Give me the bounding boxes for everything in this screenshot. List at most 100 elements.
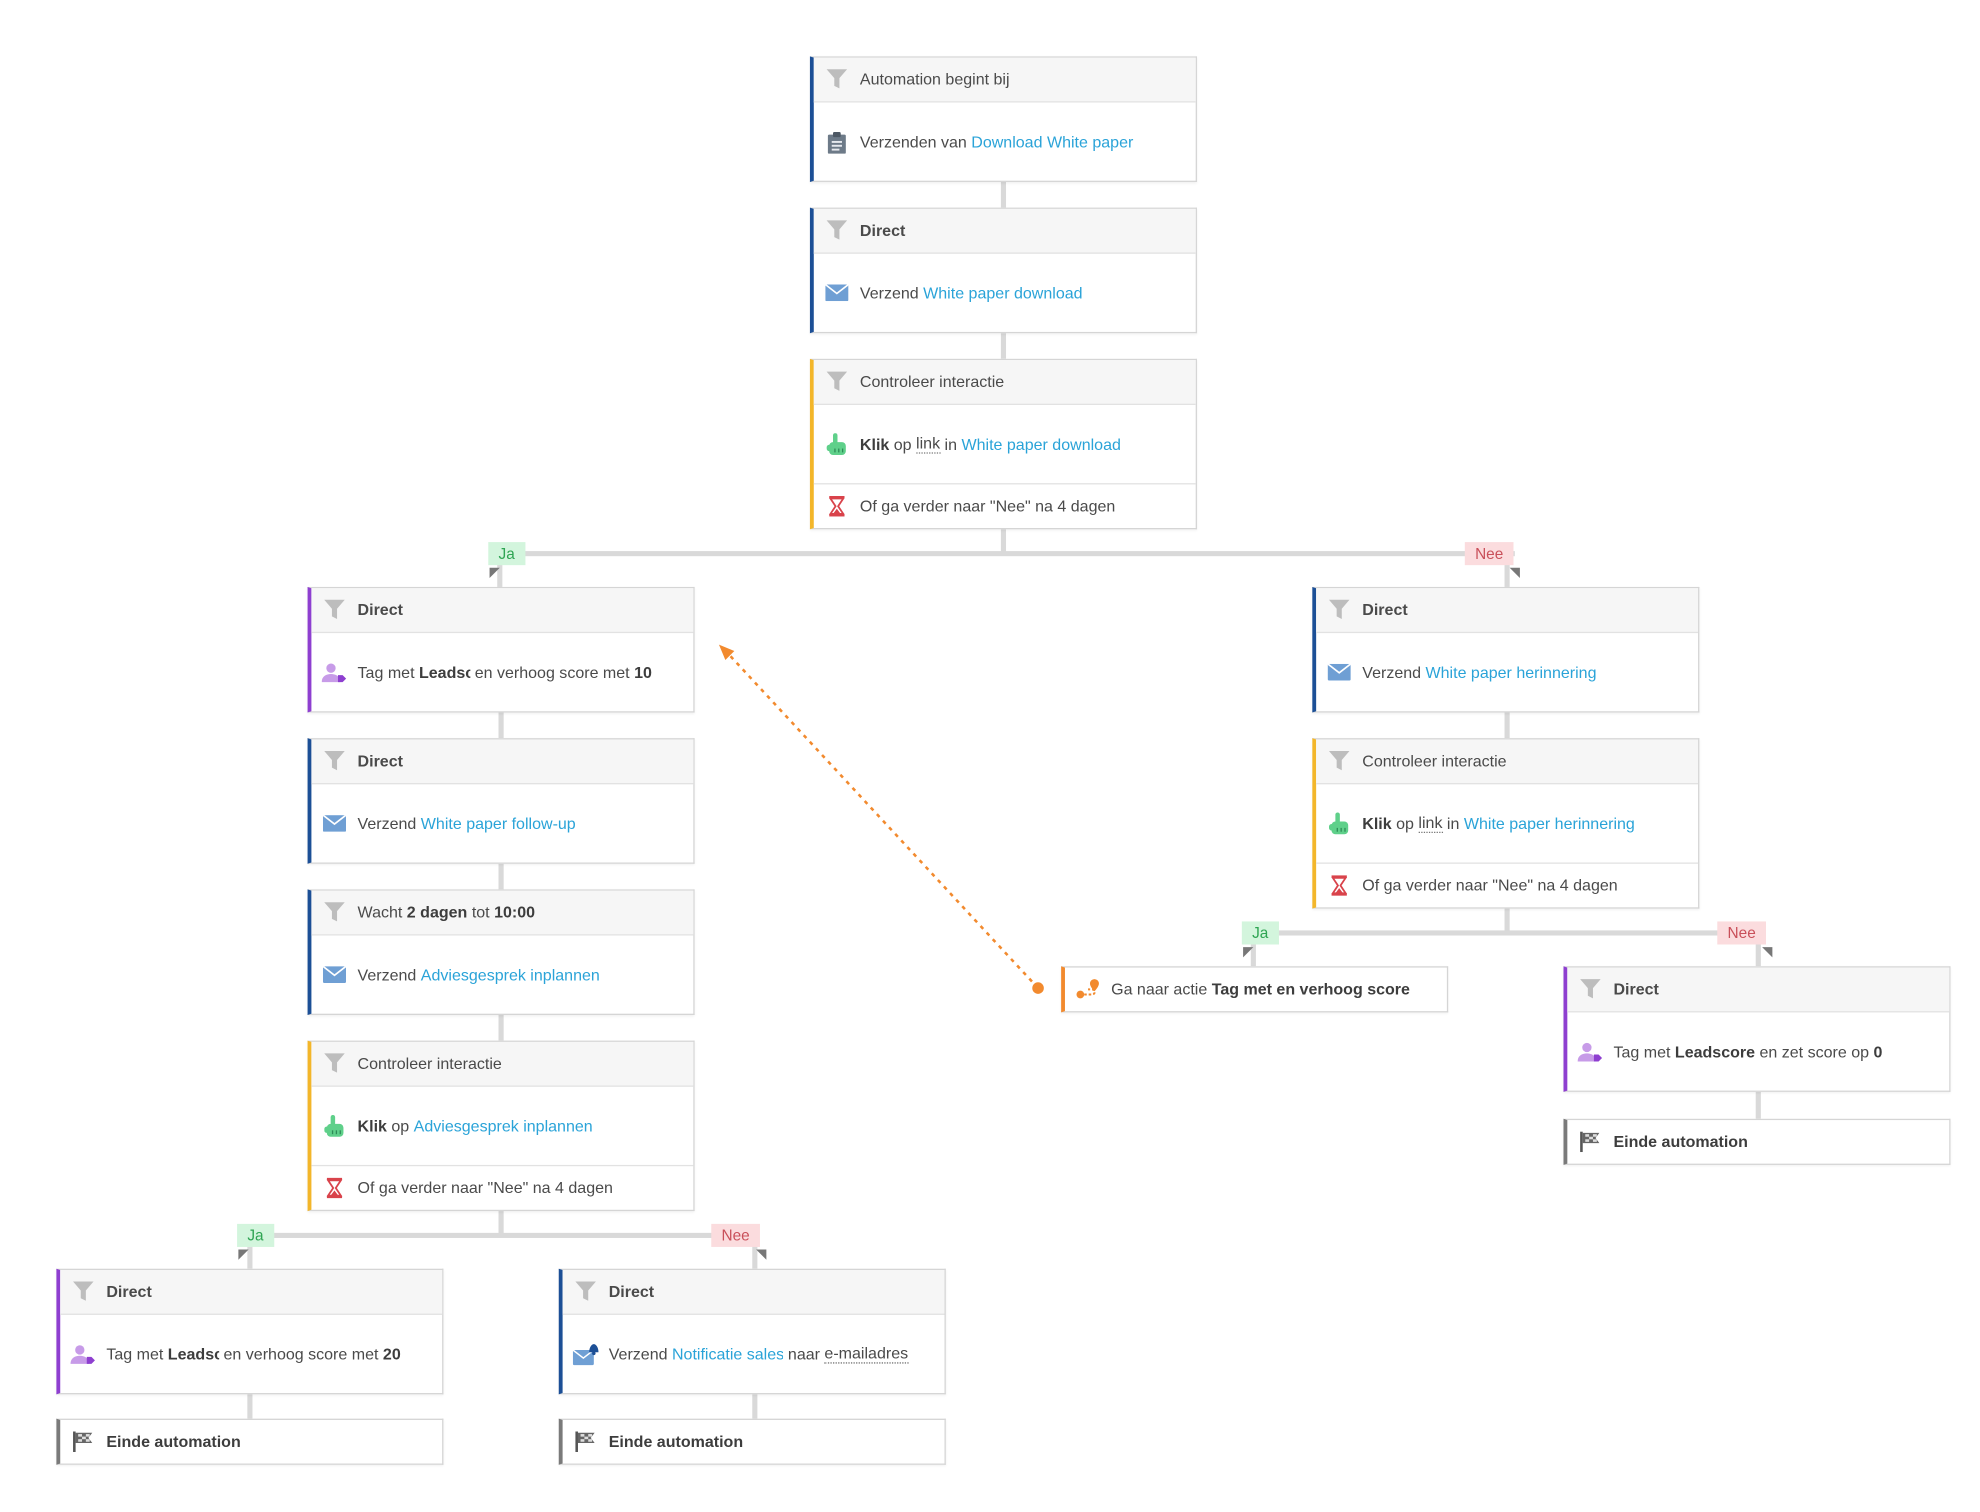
goto-suffix: en verhoog score bbox=[1271, 980, 1410, 999]
click-label: Klik bbox=[1362, 814, 1392, 833]
goto-arrow-line bbox=[729, 655, 1039, 989]
action-prefix: Verzenden van bbox=[859, 132, 972, 151]
flag-icon bbox=[70, 1429, 96, 1455]
email-link[interactable]: White paper download bbox=[961, 435, 1121, 454]
action-prefix: Verzend bbox=[357, 965, 421, 984]
filter-icon bbox=[322, 748, 348, 774]
action-prefix: Verzend bbox=[608, 1344, 672, 1363]
link-word: link bbox=[916, 434, 941, 454]
node-action[interactable]: Verzend White paper download bbox=[814, 254, 1196, 332]
envelope-icon bbox=[322, 811, 348, 837]
goto-action-node[interactable]: Ga naar actie Tag met en verhoog score bbox=[1061, 966, 1449, 1013]
tag-name: Leadscore bbox=[1674, 1042, 1756, 1061]
goto-target[interactable]: Tag met bbox=[1211, 980, 1272, 999]
send-email-node[interactable]: Direct Verzend White paper download bbox=[809, 207, 1197, 334]
end-node[interactable]: Einde automation bbox=[56, 1418, 444, 1465]
trigger-node[interactable]: Automation begint bij Verzenden van Down… bbox=[809, 56, 1197, 182]
user-tag-icon bbox=[321, 659, 348, 685]
node-header-text: Direct bbox=[1613, 980, 1659, 999]
node-action[interactable]: Verzend Notificatie sales naar e-mailadr… bbox=[563, 1315, 945, 1393]
email-link[interactable]: White paper download bbox=[923, 283, 1083, 302]
tag-node[interactable]: Direct Tag met Leadscore en verhoog scor… bbox=[307, 586, 695, 713]
end-label: Einde automation bbox=[608, 1432, 744, 1451]
email-link[interactable]: White paper herinnering bbox=[1425, 663, 1597, 682]
end-row: Einde automation bbox=[1567, 1120, 1949, 1164]
node-action[interactable]: Verzend Adviesgesprek inplannen bbox=[311, 936, 693, 1014]
branch-notch bbox=[1762, 947, 1773, 958]
node-header: Controleer interactie bbox=[813, 360, 1196, 405]
wait-email-node[interactable]: Wacht 2 dagen tot 10:00 Verzend Adviesge… bbox=[307, 889, 695, 1015]
node-header-text: Direct bbox=[106, 1282, 152, 1301]
connector bbox=[498, 1012, 504, 1041]
node-header: Automation begint bij bbox=[813, 57, 1196, 103]
send-email-node[interactable]: Direct Verzend White paper follow-up bbox=[307, 738, 695, 864]
branch-notch bbox=[489, 567, 500, 578]
goto-arrow-origin bbox=[1032, 982, 1044, 994]
check-interaction-node[interactable]: Controleer interactie Klik op link in Wh… bbox=[1312, 738, 1700, 909]
node-header-text: Controleer interactie bbox=[357, 1054, 502, 1073]
envelope-icon bbox=[824, 280, 850, 306]
end-row: Einde automation bbox=[60, 1420, 442, 1464]
route-icon bbox=[1075, 977, 1101, 1003]
yes-branch-badge: Ja bbox=[1241, 921, 1279, 945]
filter-icon bbox=[322, 1051, 348, 1077]
end-node[interactable]: Einde automation bbox=[558, 1418, 946, 1465]
envelope-bell-icon bbox=[572, 1341, 599, 1367]
pointing-hand-icon bbox=[824, 431, 850, 457]
node-action[interactable]: Verzend White paper follow-up bbox=[311, 784, 693, 862]
node-header: Controleer interactie bbox=[311, 1041, 694, 1087]
wait-time: 10:00 bbox=[494, 903, 536, 922]
node-action[interactable]: Verzenden van Download White paper bbox=[814, 103, 1196, 181]
node-action[interactable]: Klik op link in White paper download bbox=[814, 405, 1196, 483]
timeout-row: Of ga verder naar "Nee" na 4 dagen bbox=[311, 1164, 694, 1210]
filter-icon bbox=[1326, 597, 1352, 623]
hourglass-icon bbox=[824, 493, 850, 519]
score-value: 20 bbox=[382, 1344, 401, 1363]
connector bbox=[1755, 1090, 1761, 1119]
filter-icon bbox=[824, 218, 850, 244]
user-tag-icon bbox=[70, 1341, 96, 1367]
node-action[interactable]: Verzend White paper herinnering bbox=[1316, 633, 1698, 711]
node-header-text: Direct bbox=[357, 752, 403, 771]
node-header: Direct bbox=[1316, 588, 1699, 634]
send-email-node[interactable]: Direct Verzend White paper herinnering bbox=[1312, 586, 1700, 713]
wait-duration: 2 dagen bbox=[406, 903, 468, 922]
yes-branch-badge: Ja bbox=[237, 1223, 274, 1247]
email-link[interactable]: Adviesgesprek inplannen bbox=[413, 1116, 593, 1135]
node-action[interactable]: Tag met Leadscore en verhoog score met 2… bbox=[60, 1315, 442, 1393]
branch-connector bbox=[497, 551, 1515, 557]
node-action[interactable]: Tag met Leadscore en zet score op 0 bbox=[1567, 1012, 1949, 1090]
form-link[interactable]: Download White paper bbox=[971, 132, 1134, 151]
email-link[interactable]: Adviesgesprek inplannen bbox=[420, 965, 600, 984]
tag-node[interactable]: Direct Tag met Leadscore en zet score op… bbox=[1563, 966, 1951, 1092]
check-interaction-node[interactable]: Controleer interactie Klik op Adviesgesp… bbox=[307, 1040, 695, 1212]
check-interaction-node[interactable]: Controleer interactie Klik op link in Wh… bbox=[809, 358, 1197, 530]
branch-connector bbox=[247, 1232, 758, 1238]
action-prefix: Tag met bbox=[357, 663, 419, 682]
goto-arrow-head bbox=[718, 644, 735, 660]
node-action[interactable]: Tag met Leadscore en verhoog score met 1… bbox=[311, 633, 693, 711]
action-prefix: Verzend bbox=[1362, 663, 1426, 682]
filter-icon bbox=[1578, 977, 1604, 1003]
tag-node[interactable]: Direct Tag met Leadscore en verhoog scor… bbox=[56, 1268, 444, 1395]
end-node[interactable]: Einde automation bbox=[1563, 1118, 1951, 1165]
email-link[interactable]: White paper follow-up bbox=[420, 814, 576, 833]
connector bbox=[247, 1390, 253, 1419]
end-label: Einde automation bbox=[106, 1432, 241, 1451]
notification-link[interactable]: Notificatie sales bbox=[671, 1344, 784, 1363]
action-middle: naar bbox=[783, 1344, 825, 1363]
notification-node[interactable]: Direct Verzend Notificatie sales naar e-… bbox=[558, 1268, 946, 1395]
node-action[interactable]: Klik op link in White paper herinnering bbox=[1316, 784, 1698, 862]
end-row: Einde automation bbox=[563, 1420, 945, 1464]
wait-prefix: Wacht bbox=[357, 903, 407, 922]
branch-notch bbox=[1509, 567, 1520, 578]
email-address-field[interactable]: e-mailadres bbox=[824, 1344, 909, 1364]
goto-row: Ga naar actie Tag met en verhoog score bbox=[1065, 968, 1447, 1012]
email-link[interactable]: White paper herinnering bbox=[1463, 814, 1635, 833]
node-action[interactable]: Klik op Adviesgesprek inplannen bbox=[311, 1087, 693, 1165]
branch-notch bbox=[1243, 947, 1254, 958]
clipboard-icon bbox=[824, 129, 850, 155]
connector bbox=[752, 1232, 758, 1269]
timeout-text: Of ga verder naar "Nee" na 4 dagen bbox=[1362, 876, 1618, 895]
node-header: Direct bbox=[311, 588, 694, 634]
